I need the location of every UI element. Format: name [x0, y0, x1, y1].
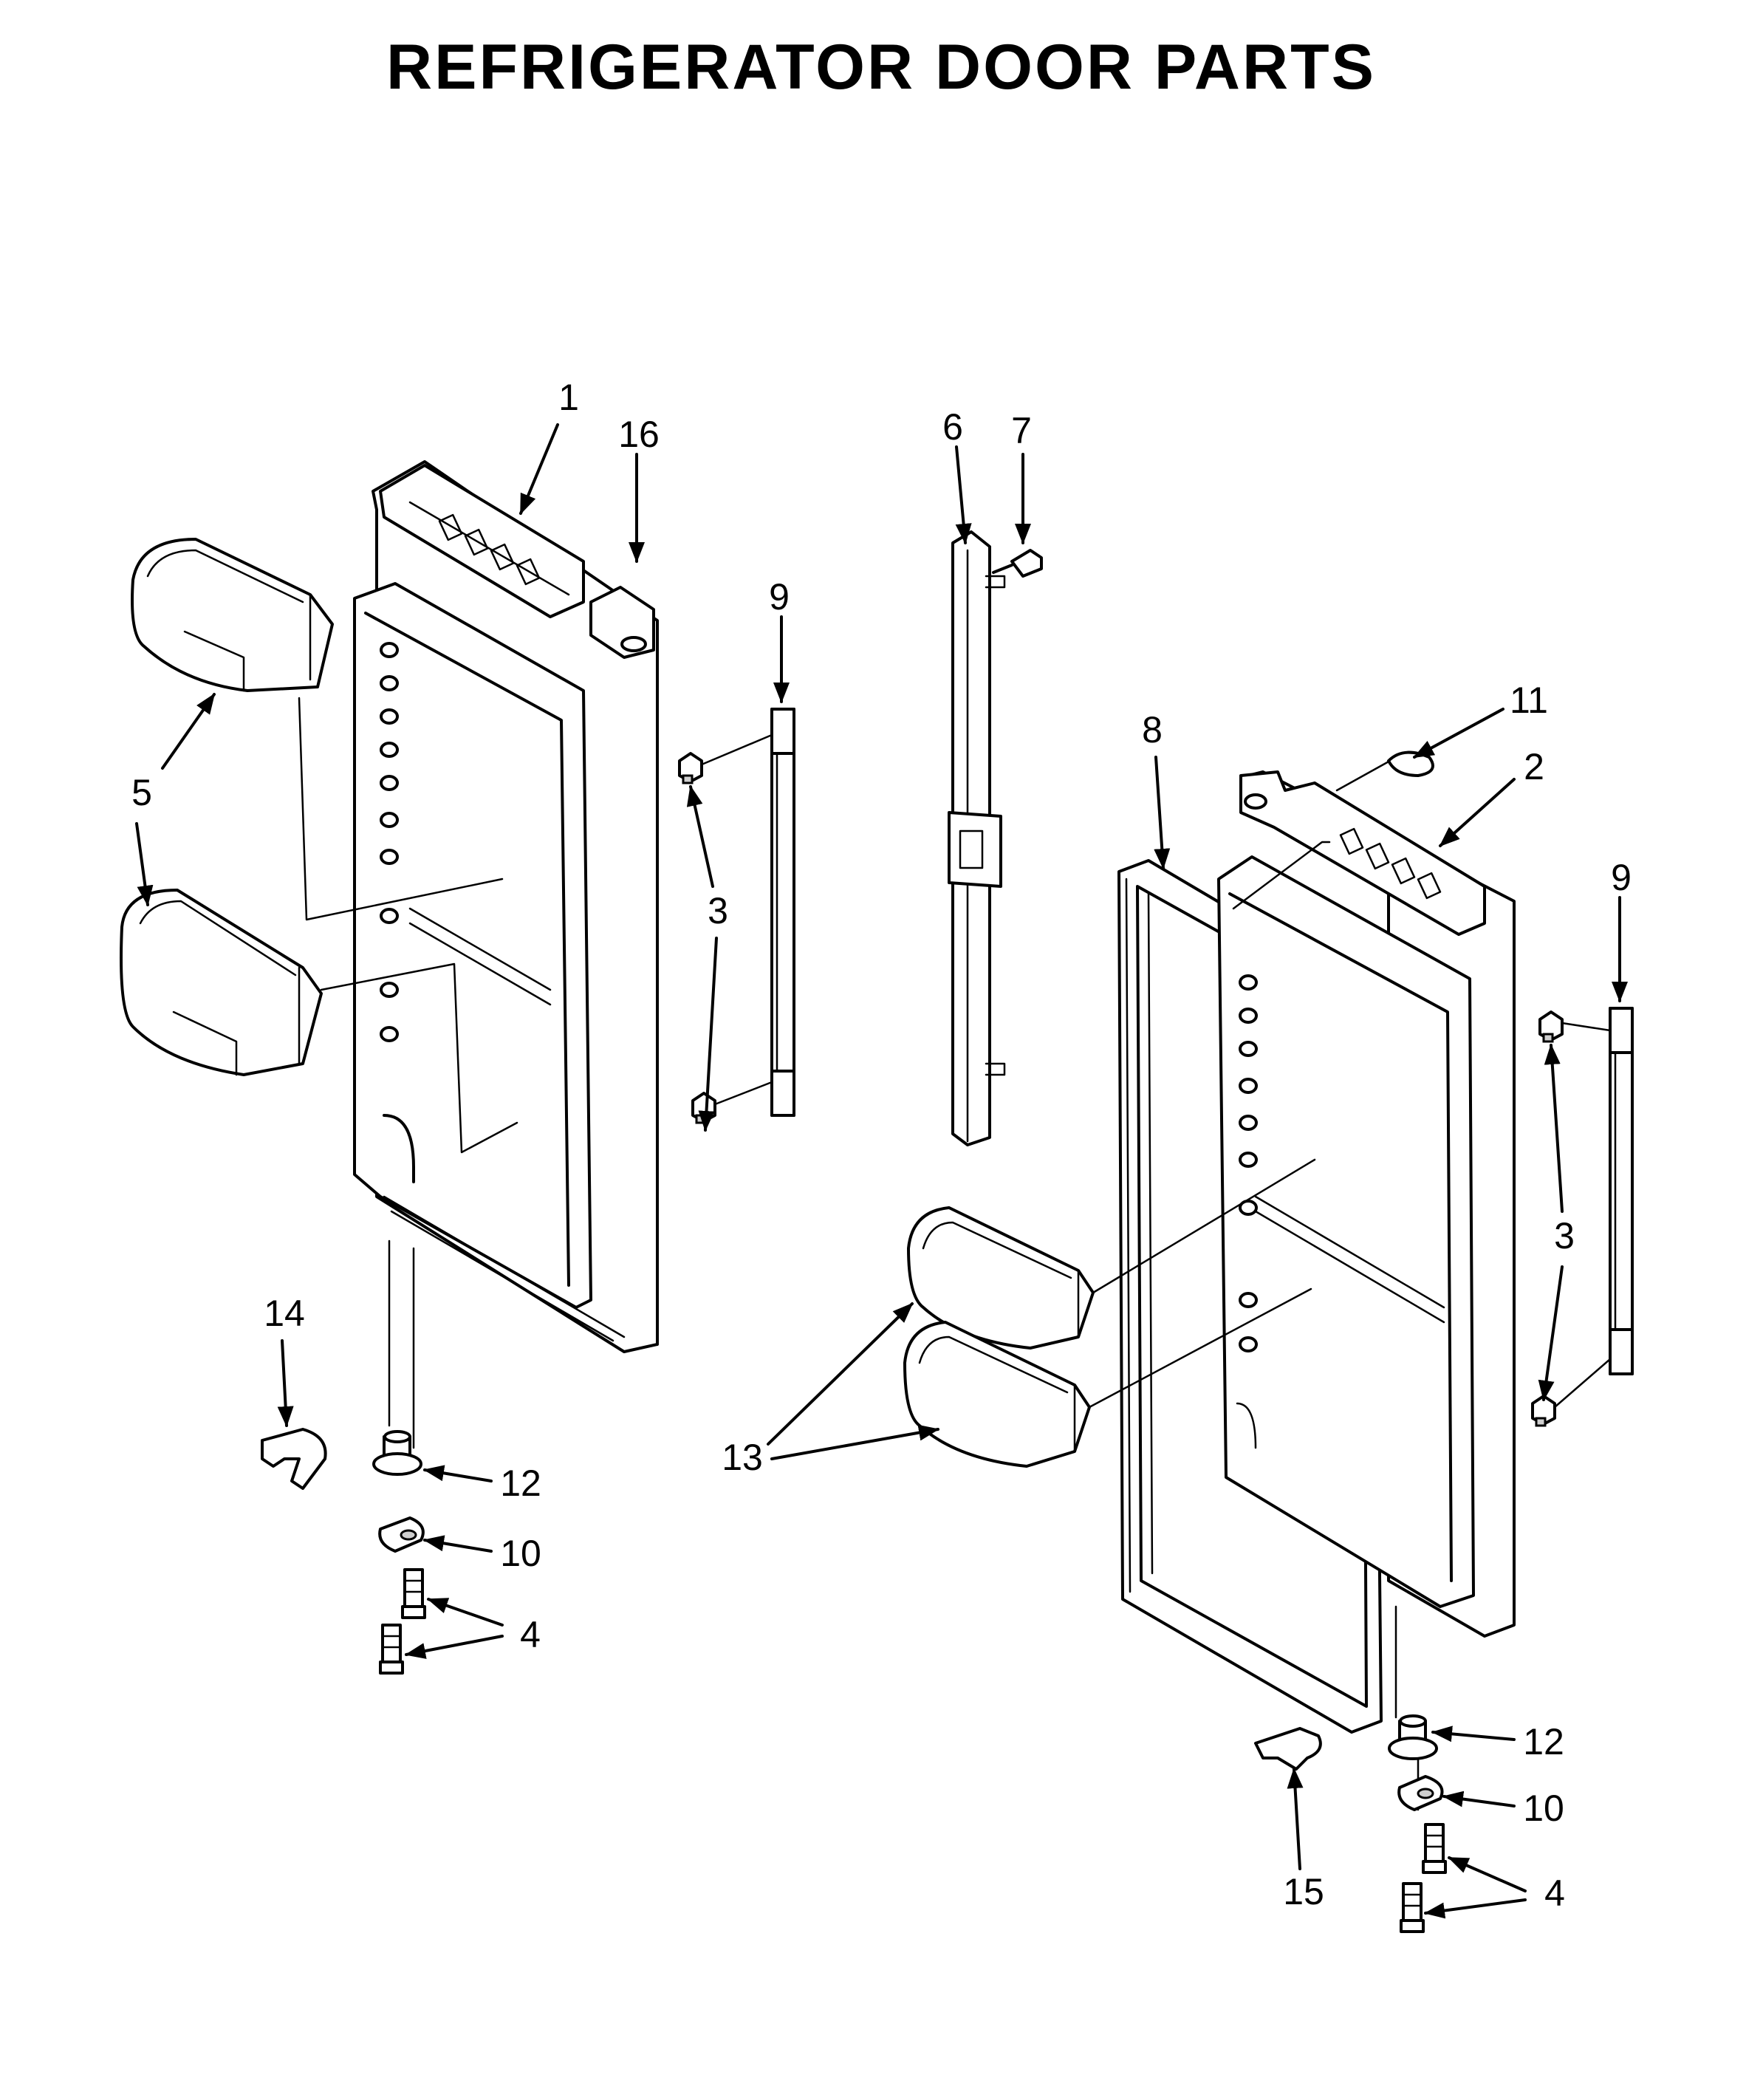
callout-10-left: 10 [500, 1533, 541, 1574]
left-hinge-screw-lower [379, 1624, 404, 1675]
callout-9-right: 9 [1611, 857, 1632, 898]
right-hinge-washer [1397, 1775, 1444, 1811]
callout-7: 7 [1011, 410, 1032, 451]
callout-8: 8 [1142, 709, 1163, 750]
callout-11: 11 [1510, 680, 1548, 721]
right-hinge-screw-upper [1422, 1823, 1447, 1874]
left-handle-mount-stud-lower [691, 1092, 716, 1124]
callout-5: 5 [131, 772, 152, 813]
callout-4-right: 4 [1544, 1872, 1565, 1914]
left-hinge-screw-upper [401, 1568, 426, 1619]
mullion-screw [992, 549, 1043, 578]
left-handle-bracket [770, 708, 795, 1117]
callout-3-right: 3 [1554, 1215, 1575, 1256]
right-door-bin-lower [903, 1321, 1091, 1468]
left-hinge-pin [372, 1430, 422, 1476]
callout-15: 15 [1283, 1871, 1324, 1912]
right-door [1217, 770, 1516, 1638]
hinge-gasket [1387, 750, 1434, 777]
callout-10-right: 10 [1523, 1788, 1564, 1829]
callout-labels: 1 16 6 7 9 5 3 11 8 2 9 3 14 13 12 10 4 … [131, 377, 1632, 1914]
right-handle-mount-stud-upper [1538, 1010, 1564, 1043]
center-mullion [948, 530, 1006, 1146]
right-hinge-pin [1388, 1714, 1438, 1760]
callout-1: 1 [558, 377, 579, 418]
right-door-closure-clip [1254, 1727, 1322, 1771]
left-handle-mount-stud-upper [678, 752, 703, 784]
right-handle-bracket [1609, 1007, 1634, 1375]
left-door-bin-upper [131, 538, 334, 692]
left-hinge-washer [378, 1516, 425, 1553]
left-door-closure-clip [261, 1428, 327, 1490]
callout-9-left: 9 [769, 576, 790, 618]
callout-13: 13 [722, 1437, 763, 1478]
right-door-bin-upper [907, 1206, 1095, 1350]
callout-3-left: 3 [708, 890, 728, 931]
left-door-shelf-pegs [380, 642, 399, 1042]
callout-16: 16 [618, 414, 660, 455]
left-door [353, 460, 659, 1353]
leader-lines [135, 423, 1628, 1919]
callout-4-left: 4 [520, 1614, 541, 1655]
callout-2: 2 [1524, 746, 1544, 787]
right-top-vent-slots [1339, 827, 1442, 900]
diagram-title: REFRIGERATOR DOOR PARTS [386, 32, 1376, 103]
top-vent-slots [438, 513, 541, 586]
callout-12-right: 12 [1523, 1721, 1564, 1762]
callout-12-left: 12 [500, 1463, 541, 1504]
right-hinge-screw-lower [1400, 1882, 1425, 1933]
left-door-bin-lower [120, 889, 323, 1076]
callout-14: 14 [264, 1293, 305, 1334]
callout-6: 6 [942, 406, 963, 448]
right-door-shelf-pegs [1239, 974, 1258, 1352]
